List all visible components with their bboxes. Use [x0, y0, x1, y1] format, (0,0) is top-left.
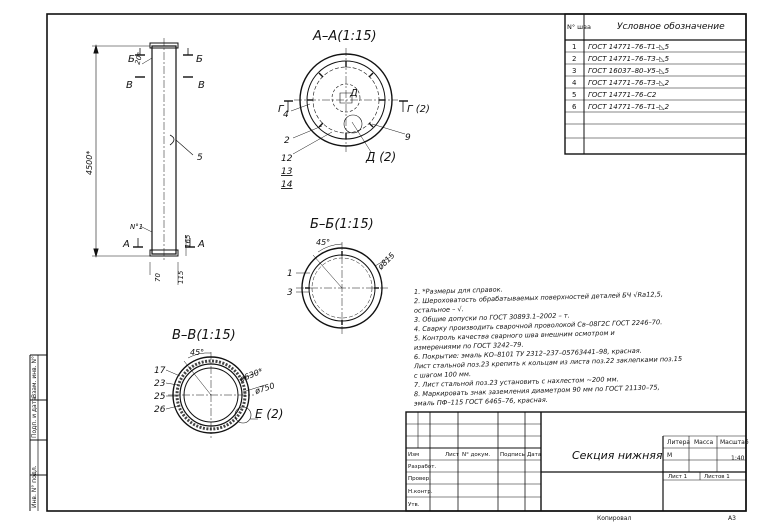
- section-aa: [284, 48, 408, 155]
- weld-table-rows: 1 ГОСТ 14771–76–Т1–◺5 2 ГОСТ 14771–76–Т3–◺5…: [572, 43, 670, 111]
- section-vv: [165, 352, 266, 438]
- weld-row-no: 5: [572, 91, 576, 99]
- tb-podp: Подпись: [500, 452, 525, 458]
- note-line: эмаль ПФ–115 ГОСТ 6465–76, красная.: [414, 396, 548, 408]
- section-mark-v-left: В: [126, 80, 133, 91]
- dim-height: 4500*: [85, 151, 94, 175]
- note-line: измерениями по ГОСТ 3242–79.: [414, 341, 524, 352]
- weld-row-no: 2: [572, 55, 576, 63]
- tb-list: Лист: [445, 452, 460, 458]
- tb-title: Секция нижняя: [572, 449, 663, 462]
- section-mark-v-right: В: [198, 80, 205, 91]
- section-mark-b-right: Б: [196, 54, 203, 65]
- note-line: с шагом 100 мм.: [414, 370, 471, 380]
- pos-5: 5: [197, 153, 203, 163]
- weld-row-text: ГОСТ 16037–80–У5–◺5: [588, 67, 670, 75]
- vv-angle: 45°: [190, 348, 204, 357]
- tb-masshtab: Масштаб: [720, 439, 749, 446]
- tb-scale-val: 1:40: [731, 455, 745, 462]
- tb-sheet: Лист 1: [668, 474, 687, 480]
- dim-angle-20: 20°: [134, 51, 145, 65]
- label-d-center: Д: [349, 88, 358, 99]
- bb-pos-1: 1: [287, 269, 293, 279]
- weld-row-text: ГОСТ 14771–76–Т1–◺2: [588, 103, 670, 111]
- pos-13: 13: [281, 167, 293, 177]
- weld-table-col-no: N° шва: [567, 23, 591, 31]
- label-g-left: Г: [278, 104, 285, 115]
- view-title-bb: Б–Б(1:15): [310, 217, 374, 232]
- weld-row-text: ГОСТ 14771–76–Т3–◺2: [588, 79, 670, 87]
- vv-dia2: ø750: [253, 381, 276, 396]
- mark-n1: N°1: [130, 223, 143, 231]
- tb-format: А3: [728, 515, 736, 522]
- technical-notes: 1. *Размеры для справок.2. Шероховатость…: [413, 286, 682, 408]
- note-line: 1. *Размеры для справок.: [414, 286, 503, 296]
- tb-massa: Масса: [694, 439, 713, 446]
- vv-pos-25: 25: [154, 392, 166, 402]
- dim-165: 165: [184, 234, 192, 248]
- tb-razrab: Разработ.: [408, 464, 436, 470]
- section-mark-b-left: Б: [128, 54, 135, 65]
- pos-14: 14: [281, 180, 293, 190]
- label-g-right: Г (2): [407, 104, 430, 115]
- pos-2: 2: [284, 136, 290, 146]
- vv-pos-17: 17: [154, 366, 166, 376]
- vv-dia1: ø630*: [237, 366, 264, 384]
- vv-detail-e: Е (2): [255, 407, 283, 421]
- bb-pos-3: 3: [287, 288, 293, 298]
- section-mark-a-left: А: [122, 239, 130, 250]
- tb-izm: Изм: [408, 452, 419, 458]
- dim-115: 115: [177, 270, 185, 284]
- dim-70: 70: [154, 273, 162, 282]
- weld-row-no: 4: [572, 79, 577, 87]
- strip-podp-data: Подп. и дата: [31, 397, 38, 438]
- frame: [29, 13, 747, 512]
- view-title-vv: В–В(1:15): [172, 328, 236, 343]
- note-line: остальное – √.: [414, 305, 464, 314]
- title-block: [405, 411, 747, 512]
- weld-row-no: 6: [572, 103, 577, 111]
- strip-vzam-inv: Взам. инв. N°: [31, 356, 38, 398]
- bb-angle: 45°: [316, 238, 330, 247]
- tb-nkontr: Н.контр.: [408, 489, 433, 495]
- pos-12: 12: [281, 154, 293, 164]
- weld-table-col-name: Условное обозначение: [617, 22, 725, 32]
- section-bb: [296, 242, 393, 334]
- tb-utv: Утв.: [408, 502, 420, 508]
- pos-9: 9: [405, 133, 411, 143]
- pos-4: 4: [283, 110, 289, 120]
- weld-row-no: 3: [572, 67, 576, 75]
- vv-pos-26: 26: [154, 405, 166, 415]
- tb-lit-val: М: [667, 452, 672, 459]
- section-mark-a-right: А: [197, 239, 205, 250]
- tb-prover: Провер.: [408, 476, 431, 482]
- tb-copied: Копировал: [597, 515, 631, 522]
- label-d-detail: Д (2): [365, 150, 396, 164]
- tb-sheets: Листов 1: [704, 474, 730, 480]
- tb-data: Дата: [527, 452, 541, 458]
- view-title-aa: А–А(1:15): [312, 29, 377, 44]
- strip-inv-pod: Инв. N° подл.: [31, 465, 38, 508]
- weld-row-text: ГОСТ 14771–76–С2: [588, 91, 657, 99]
- weld-row-no: 1: [572, 43, 576, 51]
- bb-dia: ø815: [375, 251, 396, 272]
- tb-ndok: N° докум.: [462, 452, 491, 458]
- weld-table: [564, 13, 747, 155]
- weld-row-text: ГОСТ 14771–76–Т3–◺5: [588, 55, 670, 63]
- vv-pos-23: 23: [154, 379, 166, 389]
- weld-row-text: ГОСТ 14771–76–Т1–◺5: [588, 43, 670, 51]
- side-view: [92, 38, 195, 285]
- tb-litera: Литера: [667, 439, 690, 446]
